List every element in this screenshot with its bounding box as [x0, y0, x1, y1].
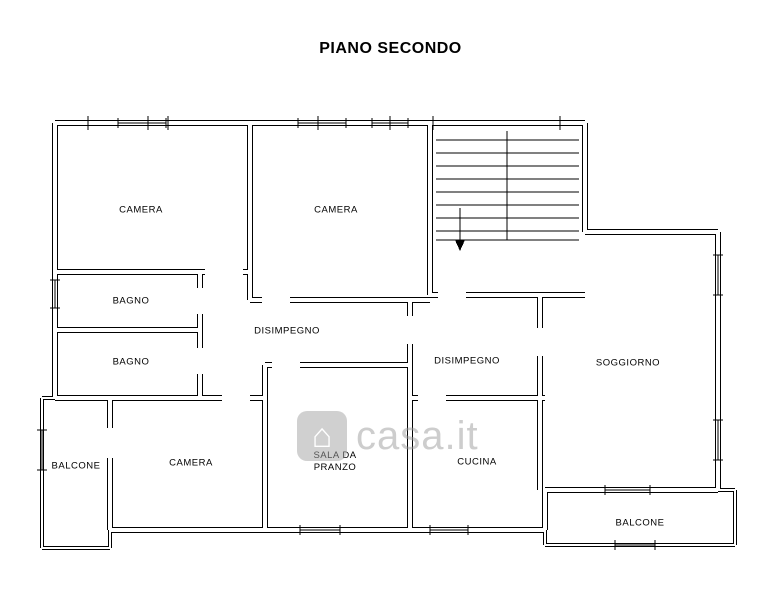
room-label-bagno-lower: BAGNO — [112, 356, 150, 368]
room-label-balcone-bottom: BALCONE — [615, 517, 665, 529]
room-label-camera-top-middle: CAMERA — [314, 204, 358, 216]
stair-divider — [436, 131, 579, 241]
room-label-bagno-upper: BAGNO — [112, 295, 150, 307]
window-end-ticks — [37, 118, 723, 550]
room-label-camera-bottom: CAMERA — [169, 457, 213, 469]
walls — [40, 120, 737, 550]
room-label-cucina: CUCINA — [457, 456, 497, 468]
room-label-disimpegno-right: DISIMPEGNO — [434, 355, 500, 367]
stairs-arrow-head — [455, 240, 465, 251]
room-label-camera-top-left: CAMERA — [119, 204, 163, 216]
dimension-ticks — [87, 116, 561, 130]
room-label-sala-da-pranzo: SALA DA PRANZO — [313, 450, 357, 473]
room-label-disimpegno-left: DISIMPEGNO — [254, 325, 320, 337]
page-title: PIANO SECONDO — [319, 40, 462, 57]
room-label-soggiorno: SOGGIORNO — [595, 357, 661, 369]
window-symbols — [37, 118, 723, 550]
room-label-balcone-left: BALCONE — [51, 460, 101, 472]
staircase — [436, 131, 579, 251]
